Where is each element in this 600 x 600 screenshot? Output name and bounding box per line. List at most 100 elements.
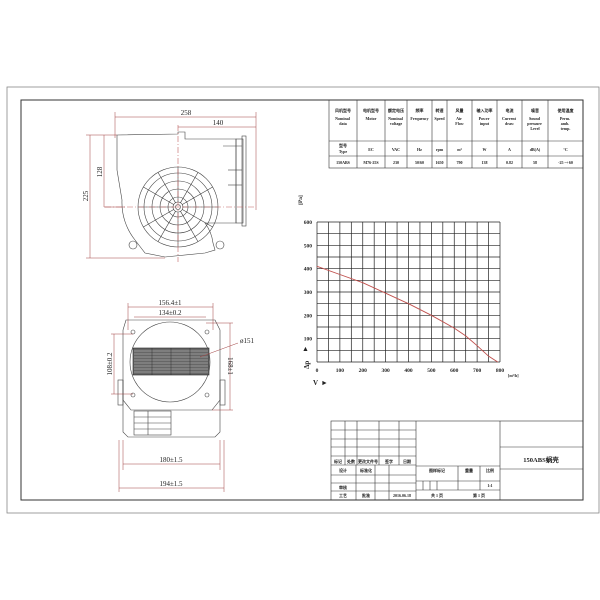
value-cell: 58 bbox=[533, 160, 537, 165]
header-en: Air Flow bbox=[455, 116, 464, 126]
front-view-drawing bbox=[111, 303, 239, 492]
header-cn: 电机型号 bbox=[363, 107, 379, 113]
y-unit-label: [Pa] bbox=[298, 195, 304, 205]
fan-spoke bbox=[143, 209, 174, 228]
x-tick-label: 200 bbox=[359, 368, 368, 374]
table-border bbox=[328, 99, 584, 169]
value-cell: 790 bbox=[457, 160, 463, 165]
x-tick-label: 700 bbox=[473, 368, 482, 374]
value-cell: 50/60 bbox=[415, 160, 424, 165]
units-label-cn: 型号 bbox=[339, 142, 347, 148]
fan-spoke bbox=[180, 172, 199, 203]
dim-180: 180±1.5 bbox=[159, 456, 183, 464]
title-block-label: 审核 bbox=[339, 484, 347, 490]
unit-cell: Hz bbox=[417, 147, 422, 152]
x-axis-arrow: ► bbox=[321, 379, 328, 387]
header-cn: 转速 bbox=[436, 107, 444, 113]
y-tick-label: 500 bbox=[304, 243, 313, 249]
y-axis-label: Δp bbox=[303, 361, 311, 369]
title-block-label: 设计 bbox=[339, 467, 347, 473]
outer-frame bbox=[6, 86, 600, 514]
date-value: 2016.06.18 bbox=[393, 493, 411, 498]
title-block-label: 日期 bbox=[403, 458, 411, 464]
fan-spoke bbox=[143, 186, 174, 205]
header-en: Perm. amb. temp. bbox=[560, 116, 571, 131]
title-block: 标记处数更改文件号签字日期设计标准化审核工艺批准图样标记重量比例2016.06.… bbox=[330, 420, 584, 501]
header-cn: 风机型号 bbox=[335, 107, 351, 113]
y-tick-label: 300 bbox=[304, 290, 313, 296]
dim-108: 108±0.2 bbox=[106, 352, 114, 376]
side-view-drawing bbox=[86, 112, 257, 262]
fan-spoke bbox=[157, 172, 176, 203]
sheet-number: 第 1 页 bbox=[473, 492, 485, 498]
header-en: Motor bbox=[366, 116, 377, 121]
x-tick-label: 0 bbox=[316, 368, 319, 374]
y-tick-label: 200 bbox=[304, 313, 313, 319]
dim-134: 134±0.2 bbox=[158, 309, 182, 317]
fan-spoke bbox=[157, 211, 176, 242]
unit-cell: W bbox=[483, 147, 487, 152]
dim-width-258: 258 bbox=[181, 109, 192, 117]
header-en: Current draw bbox=[502, 116, 517, 126]
value-cell: -25 ~+60 bbox=[558, 160, 573, 165]
performance-chart: 0 100 200 300 400 500 600 700 800 100 200 300 400 500… bbox=[304, 220, 505, 374]
value-cell: 1650 bbox=[436, 160, 444, 165]
dim-diameter-151: ø151 bbox=[240, 337, 255, 345]
header-cn: 使用温度 bbox=[557, 107, 575, 113]
dim-156-4: 156.4±1 bbox=[158, 299, 182, 307]
unit-cell: rpm bbox=[436, 147, 444, 152]
x-tick-label: 100 bbox=[336, 368, 345, 374]
unit-cell: VAC bbox=[392, 147, 400, 152]
title-block-label: 标准化 bbox=[359, 467, 372, 473]
y-tick-label: 100 bbox=[304, 337, 313, 343]
value-cell: 0.82 bbox=[506, 160, 513, 165]
x-tick-label: 400 bbox=[404, 368, 413, 374]
dim-168: 168±1 bbox=[226, 357, 234, 375]
spec-table: 风机型号 Nominal data 电机型号 Motor 额定电压 Nominal vol… bbox=[328, 99, 584, 169]
unit-cell: °C bbox=[563, 147, 568, 152]
sheet-count: 共 1 页 bbox=[431, 492, 443, 498]
dim-140: 140 bbox=[213, 119, 224, 127]
title-block-label: 处数 bbox=[346, 458, 355, 464]
header-en: Sound pressure Level bbox=[527, 116, 543, 131]
title-block-label: 重量 bbox=[465, 467, 473, 473]
header-en: Nominal voltage bbox=[388, 116, 404, 126]
pressure-curve bbox=[316, 265, 498, 363]
x-unit-label: [m³/h] bbox=[508, 373, 519, 378]
title-block-label: 图样标记 bbox=[429, 467, 445, 473]
y-axis-arrow: ▲ bbox=[302, 345, 309, 353]
value-cell: 138 bbox=[482, 160, 488, 165]
header-en: Frequency bbox=[410, 116, 428, 121]
header-cn: 额定电压 bbox=[388, 107, 404, 113]
unit-cell: dB(A) bbox=[530, 147, 541, 152]
title-block-border bbox=[330, 420, 584, 501]
x-tick-label: 500 bbox=[427, 368, 436, 374]
title-block-label: 标记 bbox=[333, 458, 342, 464]
drawing-name: 150ABS蜗壳 bbox=[523, 455, 559, 464]
value-cell: M76-25S bbox=[363, 160, 379, 165]
header-en: Nominal data bbox=[335, 116, 351, 126]
unit-cell: m³ bbox=[457, 147, 462, 152]
fan-spoke bbox=[180, 211, 199, 242]
value-cell: 150ABS bbox=[336, 160, 351, 165]
header-cn: 噪音 bbox=[531, 107, 539, 113]
header-cn: 风量 bbox=[456, 107, 464, 113]
header-en: Speed bbox=[434, 116, 445, 121]
x-axis-label: V bbox=[313, 379, 318, 387]
y-tick-label: 400 bbox=[304, 267, 313, 273]
dim-194: 194±1.5 bbox=[159, 480, 183, 488]
header-en: Power input bbox=[479, 116, 491, 126]
y-tick-label: 600 bbox=[304, 220, 313, 226]
dim-225: 225 bbox=[82, 190, 90, 201]
x-tick-label: 800 bbox=[496, 368, 505, 374]
header-cn: 频率 bbox=[416, 107, 424, 113]
header-cn: 电流 bbox=[506, 107, 514, 113]
unit-cell: EC bbox=[368, 147, 374, 152]
value-cell: 230 bbox=[393, 160, 399, 165]
scale-value: 1:1 bbox=[487, 483, 492, 488]
header-cn: 输入功率 bbox=[477, 107, 493, 113]
title-block-label: 批准 bbox=[362, 492, 370, 498]
title-block-label: 签字 bbox=[384, 458, 393, 464]
x-tick-label: 300 bbox=[382, 368, 391, 374]
